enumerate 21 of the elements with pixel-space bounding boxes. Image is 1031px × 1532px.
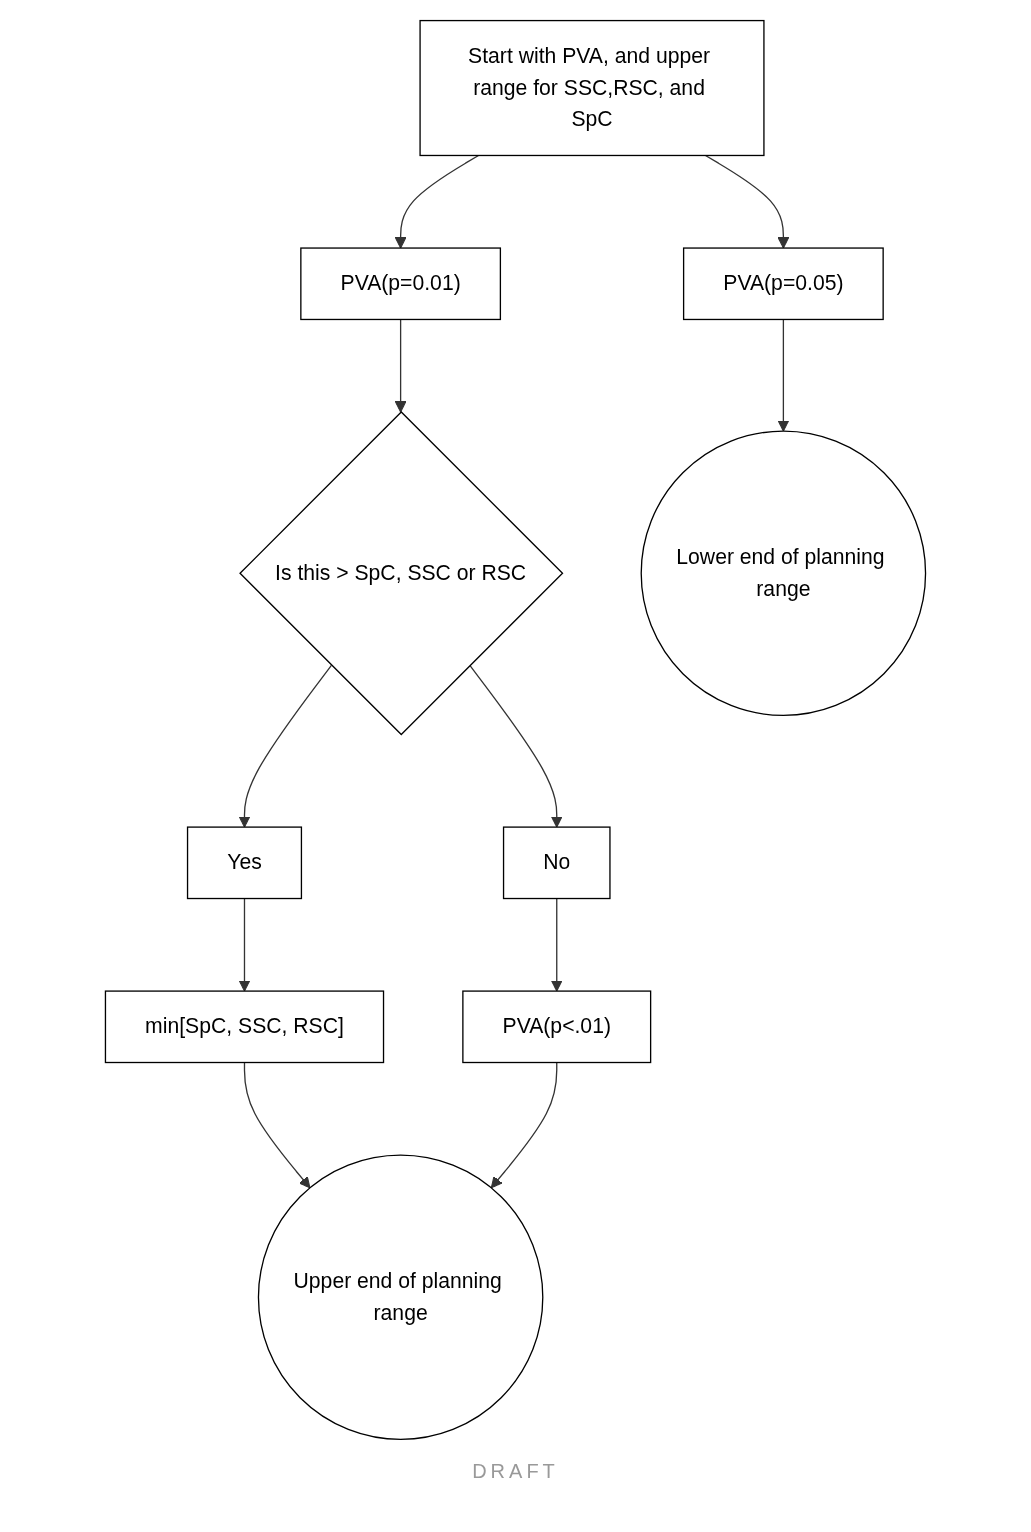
node-box: min[SpC, SSC, RSC]: [104, 990, 385, 1064]
arrow: [490, 1061, 558, 1189]
arrow: [238, 664, 333, 828]
arrow: [238, 897, 251, 992]
node-box: PVA(p<.01): [462, 990, 652, 1064]
node-box: Yes: [186, 826, 303, 900]
watermark-text: DRAFT: [472, 1460, 559, 1482]
arrow: [550, 897, 563, 992]
arrow: [704, 154, 790, 249]
node-box: Start with PVA, and upper range for SSC,RSC, and SpC: [419, 19, 765, 157]
arrow: [777, 318, 790, 432]
node-box: No: [502, 826, 611, 900]
arrow: [394, 318, 407, 413]
node-diamond: Is this > SpC, SSC or RSC: [239, 411, 564, 736]
arrow: [243, 1061, 311, 1189]
node-box: PVA(p=0.01): [300, 247, 502, 321]
node-box: PVA(p=0.05): [682, 247, 884, 321]
arrow: [394, 154, 480, 249]
node-circle: Upper end of planning range: [257, 1154, 544, 1441]
arrow: [469, 664, 563, 828]
node-circle: Lower end of planning range: [640, 430, 927, 717]
